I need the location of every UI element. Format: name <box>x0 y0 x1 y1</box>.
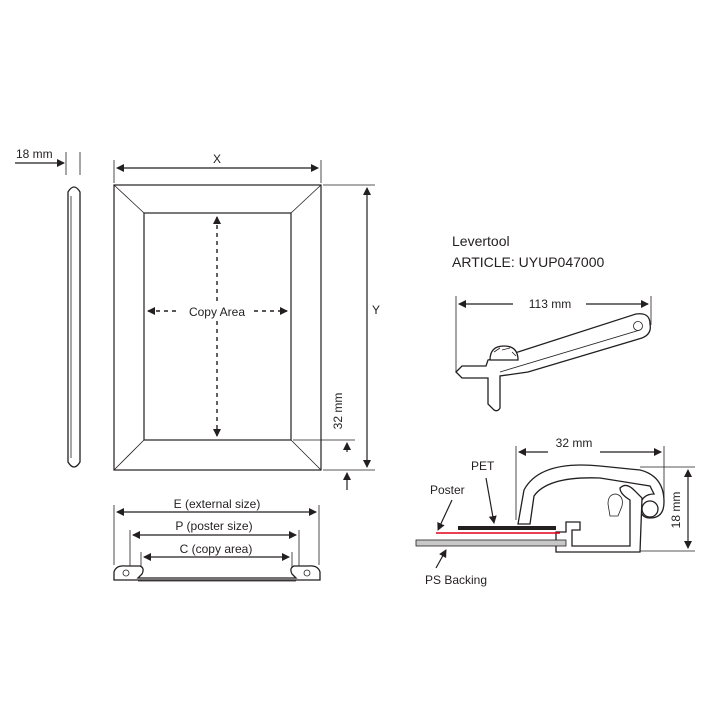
side-width-label: 18 mm <box>16 147 53 161</box>
profile-width-label: 32 mm <box>556 436 593 450</box>
levertool: Levertool ARTICLE: UYUP047000 113 mm <box>452 233 652 412</box>
ps-backing <box>415 539 567 547</box>
frame-section-view: E (external size) P (poster size) C (cop… <box>113 497 321 582</box>
frame-side-view: 18 mm <box>15 147 81 468</box>
levertool-title: Levertool <box>452 233 510 249</box>
border-label: 32 mm <box>331 393 345 430</box>
width-dimension: X <box>113 152 322 183</box>
pet-sheet <box>458 526 556 530</box>
height-label: Y <box>372 303 380 317</box>
height-dimension: Y <box>323 184 380 471</box>
pet-label: PET <box>471 459 495 473</box>
levertool-article: ARTICLE: UYUP047000 <box>452 254 604 270</box>
external-size-label: E (external size) <box>174 497 261 511</box>
copy-area-label: Copy Area <box>189 305 245 319</box>
width-label: X <box>213 152 221 166</box>
profile-height-label: 18 mm <box>669 492 683 529</box>
poster-size-label: P (poster size) <box>175 519 252 533</box>
border-dimension: 32 mm <box>293 393 355 490</box>
poster-label: Poster <box>430 483 465 497</box>
ps-backing-label: PS Backing <box>425 573 487 587</box>
frame-front-view: Copy Area <box>113 184 322 471</box>
profile-section: 32 mm 18 mm PET Poster PS Backing <box>415 436 695 587</box>
levertool-length-label: 113 mm <box>529 297 571 311</box>
copy-size-label: C (copy area) <box>180 542 253 556</box>
